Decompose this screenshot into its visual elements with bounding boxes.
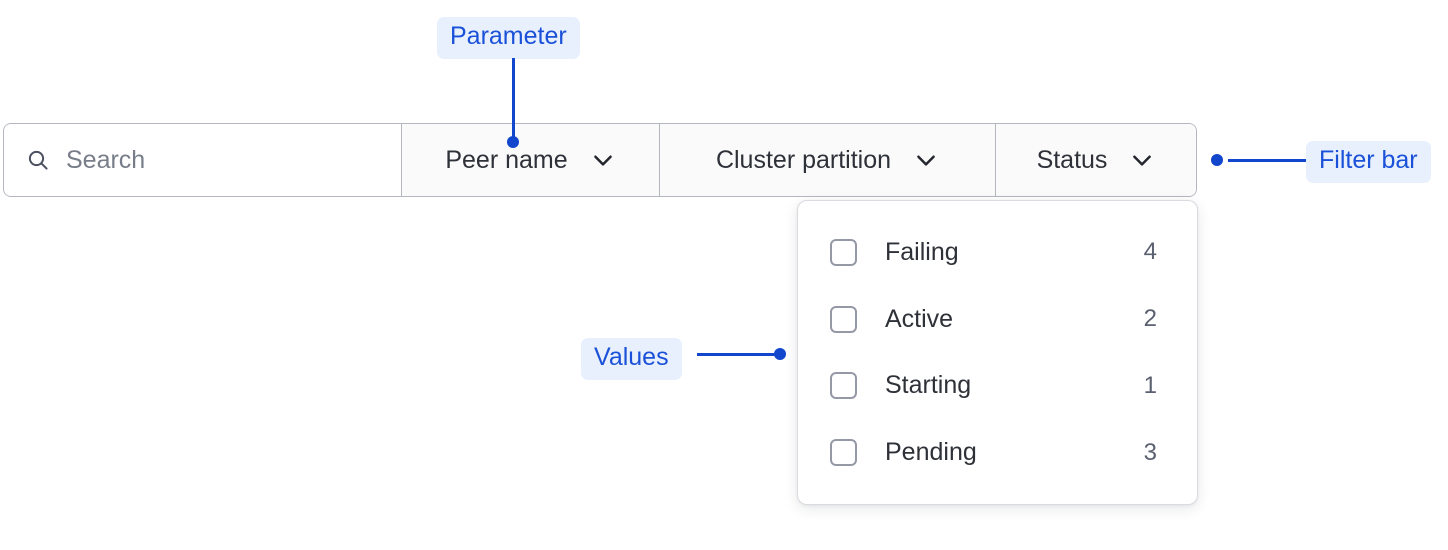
dropdown-status[interactable]: Status bbox=[996, 124, 1196, 196]
list-item-count: 3 bbox=[1143, 438, 1157, 466]
list-item-label: Starting bbox=[885, 371, 972, 400]
list-item-count: 1 bbox=[1143, 371, 1157, 399]
annotation-filter-bar: Filter bar bbox=[1306, 141, 1431, 183]
annotation-filter-bar-endpoint bbox=[1211, 154, 1223, 166]
annotation-parameter-connector bbox=[512, 58, 515, 142]
list-item[interactable]: Starting 1 bbox=[798, 353, 1197, 420]
search-icon bbox=[28, 150, 48, 170]
list-item-label: Failing bbox=[885, 237, 959, 266]
list-item-label: Pending bbox=[885, 438, 977, 467]
annotation-values-connector bbox=[697, 353, 781, 356]
dropdown-peer-name-label: Peer name bbox=[445, 145, 568, 174]
search-field[interactable] bbox=[4, 124, 402, 196]
list-item-label: Active bbox=[885, 304, 954, 333]
dropdown-cluster-partition[interactable]: Cluster partition bbox=[660, 124, 996, 196]
chevron-down-icon bbox=[593, 155, 612, 166]
dropdown-status-label: Status bbox=[1036, 145, 1108, 174]
checkbox-pending[interactable] bbox=[830, 439, 857, 467]
list-item-count: 4 bbox=[1143, 238, 1157, 266]
chevron-down-icon bbox=[1133, 155, 1152, 166]
checkbox-starting[interactable] bbox=[830, 372, 857, 400]
search-input[interactable] bbox=[66, 145, 366, 175]
list-item-count: 2 bbox=[1143, 305, 1157, 333]
dropdown-peer-name[interactable]: Peer name bbox=[402, 124, 660, 196]
list-item[interactable]: Active 2 bbox=[798, 286, 1197, 353]
dropdown-panel: Failing 4 Active 2 Starting 1 Pending 3 bbox=[797, 200, 1198, 505]
checkbox-active[interactable] bbox=[830, 305, 857, 333]
annotation-filter-bar-connector bbox=[1228, 159, 1306, 162]
annotation-values-endpoint bbox=[774, 348, 786, 360]
dropdown-cluster-partition-label: Cluster partition bbox=[715, 145, 892, 174]
annotation-parameter: Parameter bbox=[437, 17, 580, 59]
filter-bar[interactable]: Peer name Cluster partition Status bbox=[3, 123, 1197, 197]
list-item[interactable]: Pending 3 bbox=[798, 419, 1197, 486]
annotation-parameter-endpoint bbox=[507, 136, 519, 148]
annotation-values: Values bbox=[581, 338, 682, 380]
checkbox-failing[interactable] bbox=[830, 238, 857, 266]
list-item[interactable]: Failing 4 bbox=[798, 219, 1197, 286]
chevron-down-icon bbox=[917, 155, 935, 166]
